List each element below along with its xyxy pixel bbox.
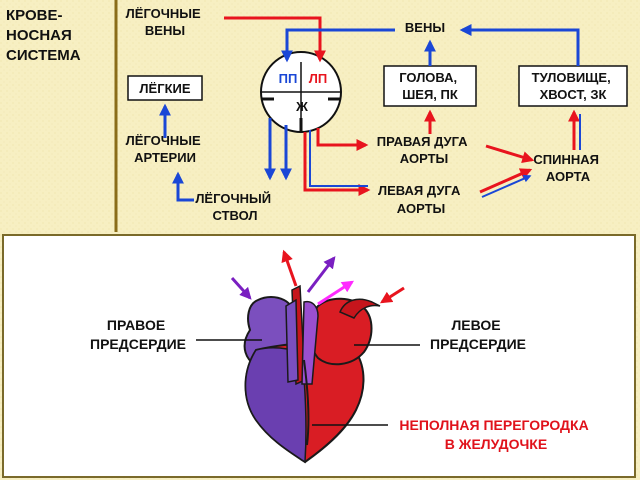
left-arch-label: ЛЕВАЯ ДУГА АОРТЫ <box>378 183 464 216</box>
arrow-trunk-to-arteries <box>172 171 194 202</box>
frog-heart <box>243 284 381 464</box>
arrow-left-arch-to-dorsal <box>479 168 533 194</box>
heart-pp-label: ПП <box>279 71 298 86</box>
heart-scheme: ПП ЛП Ж <box>260 51 342 133</box>
arrow-left-arch-to-dorsal-blue <box>481 174 532 198</box>
heart-lp-label: ЛП <box>309 71 327 86</box>
svg-text:ТУЛОВИЩЕ, ХВОСТ, ЗК: ТУЛОВИЩЕ, ХВОСТ, ЗК <box>532 70 615 102</box>
arrow-heart-to-right-arch <box>316 128 369 151</box>
right-atrium-label: ПРАВОЕ ПРЕДСЕРДИЕ <box>90 317 186 352</box>
trunk-box: ТУЛОВИЩЕ, ХВОСТ, ЗК <box>518 65 628 107</box>
left-atrium-label: ЛЕВОЕ ПРЕДСЕРДИЕ <box>430 317 526 352</box>
arrow-into-left-atrium <box>379 286 405 304</box>
arrow-out-purple <box>306 256 336 293</box>
pulmonary-trunk <box>301 300 319 385</box>
arrow-lung-veins-to-lp <box>224 16 326 63</box>
right-arch-label: ПРАВАЯ ДУГА АОРТЫ <box>377 134 471 166</box>
lung-trunk-label: ЛЁГОЧНЫЙ СТВОЛ <box>195 191 274 223</box>
dorsal-aorta-label: СПИННАЯ АОРТА <box>533 152 602 184</box>
lungs-box: ЛЁГКИЕ <box>127 75 203 101</box>
lung-veins-label: ЛЁГОЧНЫЕ ВЕНЫ <box>126 6 205 38</box>
arrow-out-red <box>281 249 298 287</box>
title-panel <box>0 0 116 232</box>
svg-text:ГОЛОВА, ШЕЯ, ПК: ГОЛОВА, ШЕЯ, ПК <box>399 70 461 102</box>
ventricle-septum <box>303 359 310 446</box>
title: КРОВЕ- НОСНАЯ СИСТЕМА <box>6 7 81 64</box>
veins-label: ВЕНЫ <box>405 20 445 35</box>
mixed-trunk <box>285 298 299 383</box>
heart-zh-label: Ж <box>295 99 308 114</box>
arrow-out-pink <box>317 280 355 306</box>
arrow-heart-to-left-arch <box>303 132 371 196</box>
head-box: ГОЛОВА, ШЕЯ, ПК <box>383 65 477 107</box>
arrow-into-right-atrium <box>230 276 252 300</box>
svg-text:ЛЁГКИЕ: ЛЁГКИЕ <box>139 81 190 96</box>
septum-label: НЕПОЛНАЯ ПЕРЕГОРОДКА В ЖЕЛУДОЧКЕ <box>399 417 592 452</box>
arrow-heart-to-left-arch-blue <box>309 130 368 187</box>
lung-vein-vessel <box>339 298 381 319</box>
arrow-veins-to-pp <box>281 28 395 63</box>
arrow-trunk-to-veins <box>459 24 580 66</box>
arrow-right-arch-to-dorsal <box>485 144 535 163</box>
lung-arteries-label: ЛЁГОЧНЫЕ АРТЕРИИ <box>126 133 205 165</box>
